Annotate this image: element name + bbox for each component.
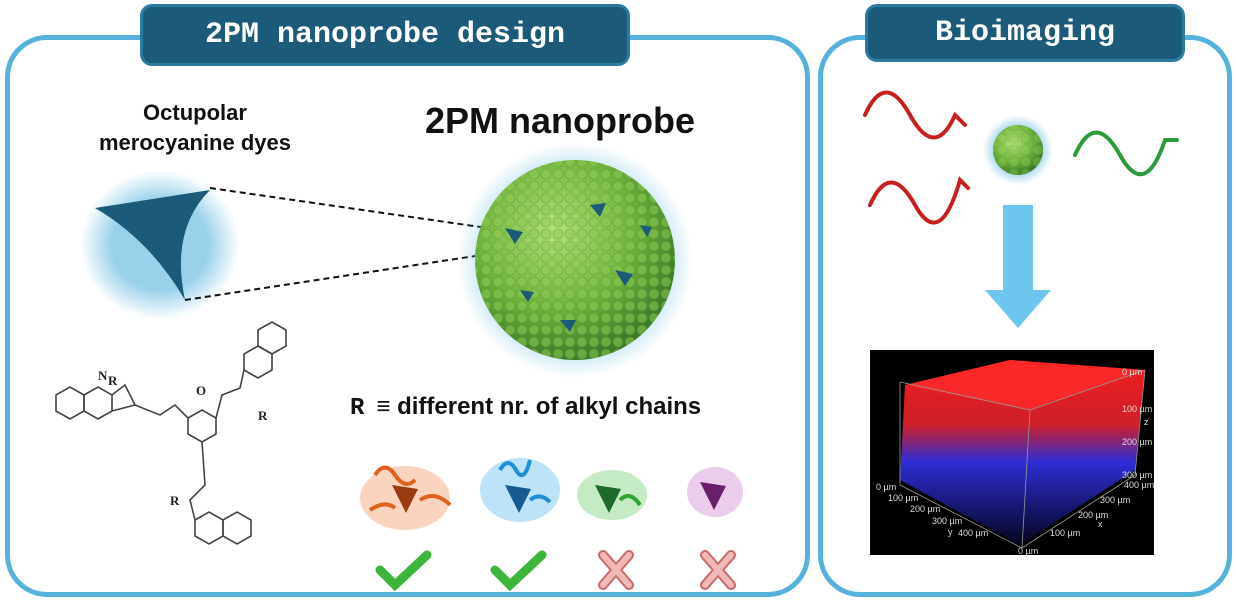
dyes-label-line2: merocyanine dyes bbox=[99, 130, 291, 155]
nanoprobe-design-title: 2PM nanoprobe design bbox=[140, 4, 630, 66]
variant-blue bbox=[480, 458, 560, 522]
excitation-wave-1 bbox=[863, 90, 967, 140]
x-tick: 300 µm bbox=[1100, 495, 1130, 505]
excitation-wave-2 bbox=[868, 176, 970, 225]
y-tick: 200 µm bbox=[910, 504, 940, 514]
cross-icon-2-fill bbox=[702, 552, 734, 588]
r-definition: R ≡ different nr. of alkyl chains bbox=[350, 393, 701, 422]
z-tick: 100 µm bbox=[1122, 404, 1152, 414]
nanoprobe-label: 2PM nanoprobe bbox=[425, 100, 696, 141]
r-label-2: R bbox=[258, 408, 268, 423]
nanoprobe-sphere bbox=[457, 142, 693, 378]
n-label-1: N bbox=[98, 368, 108, 383]
r-definition-text: ≡ different nr. of alkyl chains bbox=[376, 393, 702, 420]
y-tick: 0 µm bbox=[876, 482, 896, 492]
cross-icon-1-fill bbox=[600, 552, 632, 588]
variant-orange bbox=[360, 465, 452, 530]
zoom-line-bottom bbox=[184, 249, 516, 301]
x-tick: 0 µm bbox=[1018, 546, 1038, 556]
bioimaging-title: Bioimaging bbox=[865, 4, 1185, 62]
r-symbol: R bbox=[350, 395, 365, 422]
merocyanine-structure bbox=[55, 321, 287, 545]
r-label-3: R bbox=[170, 493, 180, 508]
z-tick: 300 µm bbox=[1122, 470, 1152, 480]
y-tick: 400 µm bbox=[958, 528, 988, 538]
y-tick: 300 µm bbox=[932, 516, 962, 526]
y-tick: 100 µm bbox=[888, 493, 918, 503]
o-label-1: O bbox=[196, 383, 206, 398]
r-label-1: R bbox=[108, 373, 118, 388]
dyes-label-line1: Octupolar bbox=[143, 100, 247, 125]
emission-wave bbox=[1073, 130, 1179, 177]
z-tick: 0 µm bbox=[1122, 367, 1142, 377]
check-icon-2 bbox=[490, 550, 547, 592]
dyes-label: Octupolar merocyanine dyes bbox=[80, 98, 310, 158]
variant-green bbox=[577, 470, 647, 520]
variant-purple bbox=[687, 467, 743, 517]
tissue-3d-image: 0 µm 100 µm 200 µm 300 µm 400 µm y 0 µm … bbox=[870, 350, 1154, 556]
x-tick: 200 µm bbox=[1078, 510, 1108, 520]
check-icon-1 bbox=[375, 550, 432, 592]
down-arrow-icon bbox=[985, 205, 1051, 328]
x-tick: 400 µm bbox=[1124, 480, 1154, 490]
dye-glyph bbox=[80, 170, 240, 320]
x-tick: 100 µm bbox=[1050, 528, 1080, 538]
z-tick: 200 µm bbox=[1122, 437, 1152, 447]
x-axis-label: x bbox=[1098, 519, 1103, 529]
z-axis-label: z bbox=[1144, 417, 1149, 427]
y-axis-label: y bbox=[948, 527, 953, 537]
small-nanoprobe bbox=[983, 115, 1053, 185]
zoom-line-top bbox=[209, 187, 516, 233]
